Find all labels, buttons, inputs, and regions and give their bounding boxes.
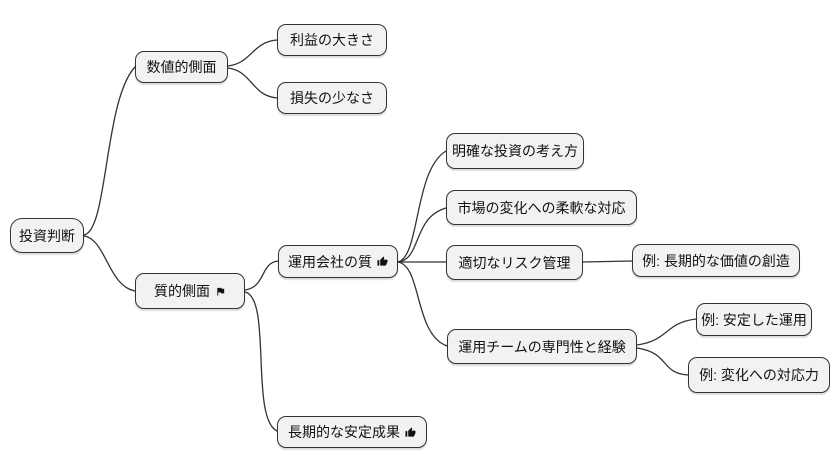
node-clear-investment-philosophy[interactable]: 明確な投資の考え方 (446, 133, 584, 169)
node-label: 適切なリスク管理 (458, 254, 571, 271)
node-label: 例: 長期的な価値の創造 (642, 252, 790, 269)
edge-root-qualitative (83, 235, 136, 292)
node-label: 数値的側面 (146, 59, 217, 75)
node-label: 市場の変化への柔軟な対応 (457, 199, 626, 216)
node-label: 長期的な安定成果 (288, 424, 400, 440)
node-numerical-aspect[interactable]: 数値的側面 (135, 51, 228, 83)
edge-risk-example (582, 260, 633, 263)
node-label: 損失の少なさ (290, 90, 374, 106)
edge-team-example2 (636, 347, 689, 376)
node-management-company-quality[interactable]: 運用会社の質 (278, 245, 398, 278)
edge-qual-company (244, 260, 279, 291)
edge-qual-longterm (244, 291, 278, 432)
node-label: 利益の大きさ (290, 32, 374, 48)
node-appropriate-risk-management[interactable]: 適切なリスク管理 (446, 245, 583, 280)
node-label: 例: 変化への対応力 (699, 367, 819, 383)
edge-company-team (397, 261, 448, 347)
edge-numeric-loss (227, 67, 278, 99)
node-longterm-stable-results[interactable]: 長期的な安定成果 (277, 416, 427, 448)
node-example-longterm-value-creation[interactable]: 例: 長期的な価値の創造 (632, 244, 800, 277)
thumbs-up-icon (405, 426, 416, 438)
node-investment-decision[interactable]: 投資判断 (10, 218, 84, 253)
node-example-stable-management[interactable]: 例: 安定した運用 (696, 303, 812, 336)
node-qualitative-aspect[interactable]: 質的側面 (135, 273, 245, 309)
edge-team-example1 (636, 318, 697, 346)
node-loss-smallness[interactable]: 損失の少なさ (277, 82, 387, 114)
thumbs-up-icon (377, 256, 388, 267)
node-example-adaptability[interactable]: 例: 変化への対応力 (688, 357, 830, 393)
node-label: 質的側面 (154, 283, 210, 299)
node-label: 運用チームの専門性と経験 (458, 338, 626, 355)
edge-numeric-profit (227, 39, 278, 67)
edge-company-clear (397, 150, 447, 263)
node-flexible-market-response[interactable]: 市場の変化への柔軟な対応 (446, 190, 637, 225)
flag-icon (215, 286, 226, 297)
node-label: 投資判断 (19, 227, 75, 244)
node-team-expertise-experience[interactable]: 運用チームの専門性と経験 (447, 329, 637, 364)
node-profit-size[interactable]: 利益の大きさ (277, 24, 387, 56)
node-label: 例: 安定した運用 (701, 311, 807, 328)
edge-root-numeric (83, 66, 136, 236)
edge-company-market (397, 207, 447, 263)
node-label: 明確な投資の考え方 (452, 143, 578, 159)
node-label: 運用会社の質 (288, 253, 372, 270)
